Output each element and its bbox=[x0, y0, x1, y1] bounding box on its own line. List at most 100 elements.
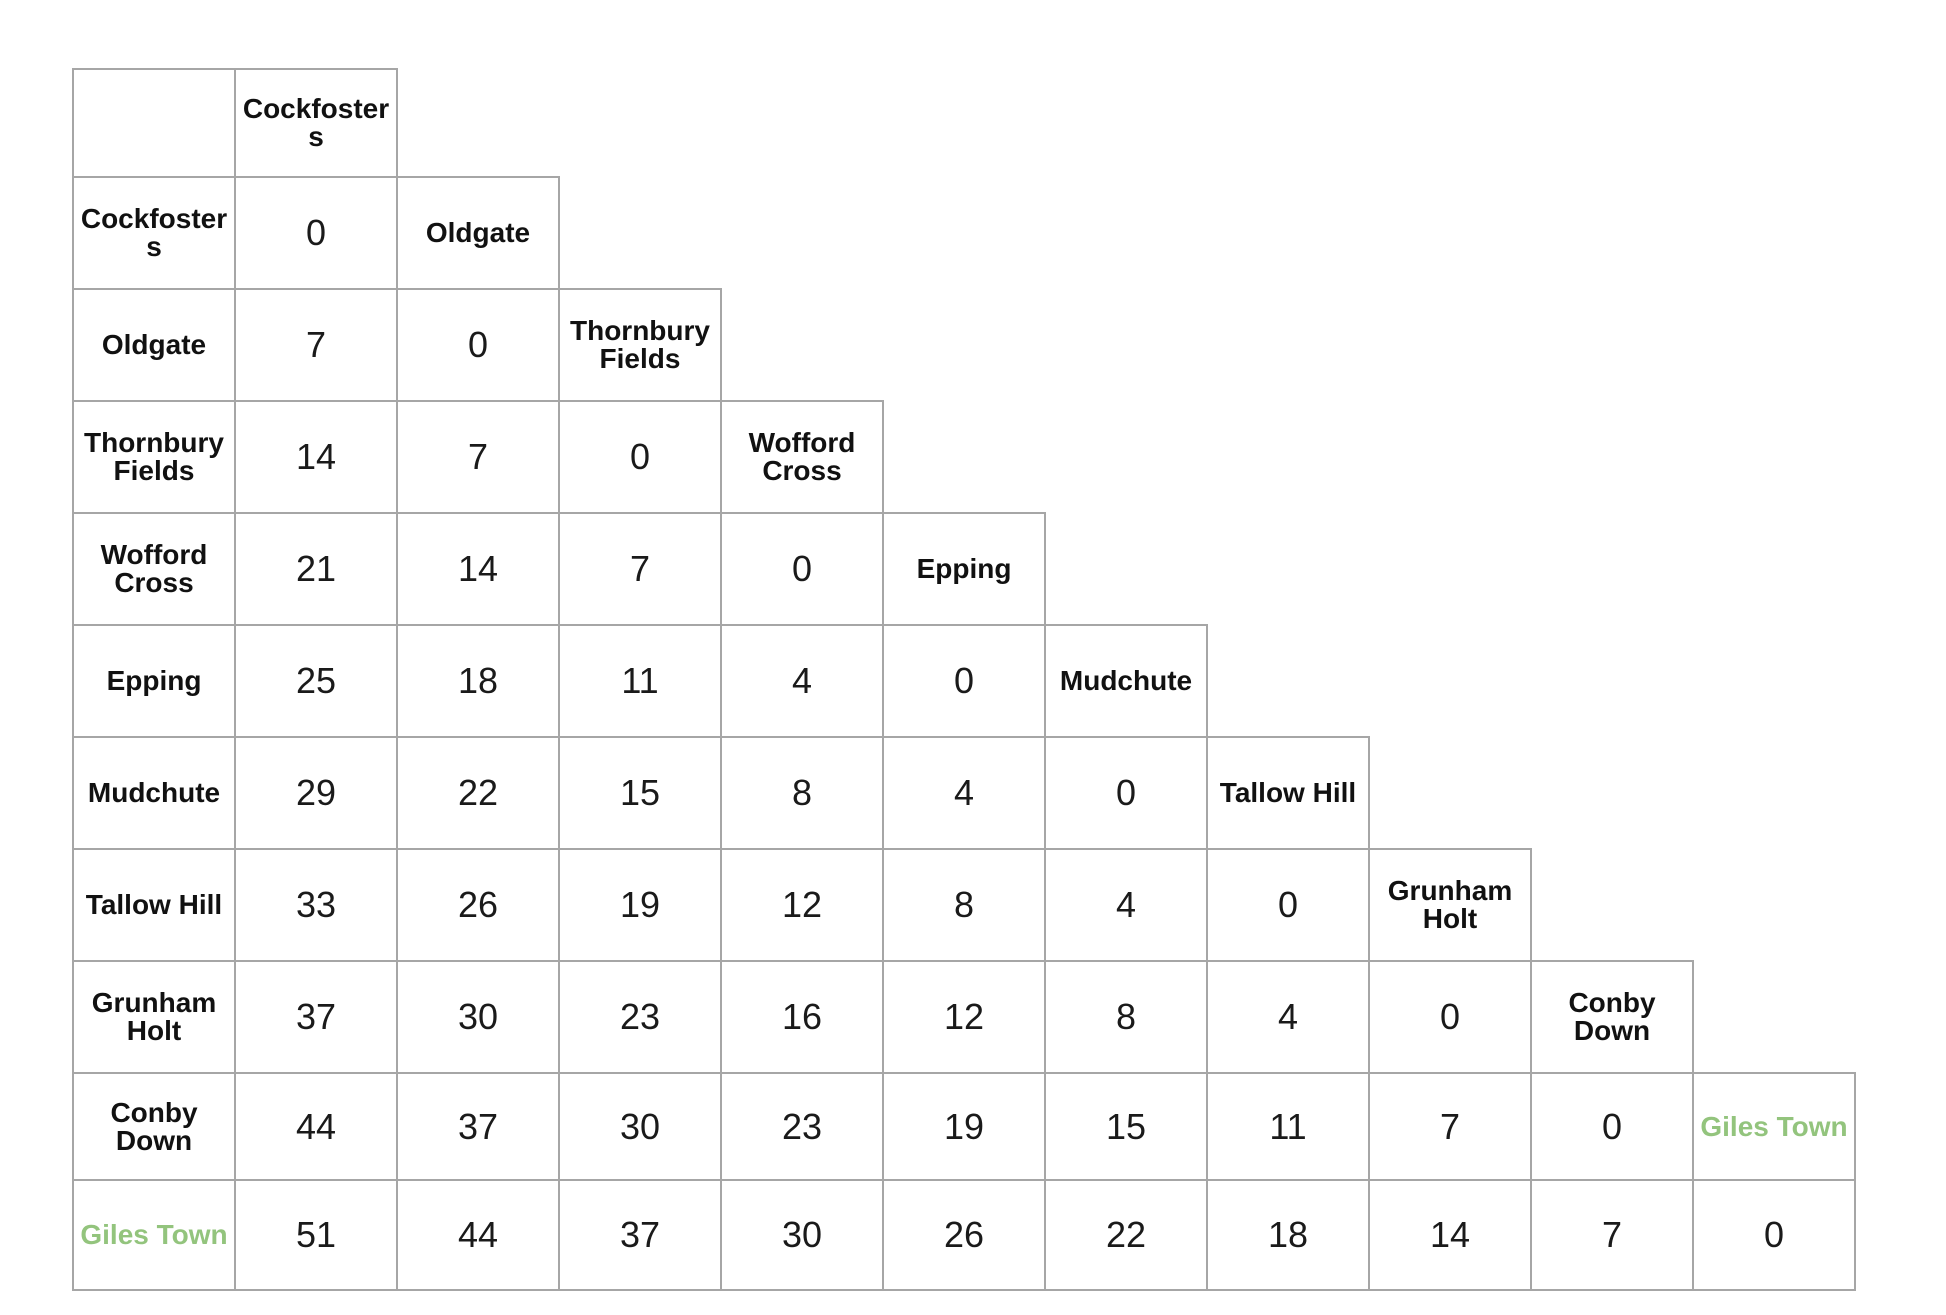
row-header-cockfosters: Cockfosters bbox=[72, 176, 236, 290]
distance-cell: 37 bbox=[558, 1179, 722, 1291]
station-name: Grunham Holt bbox=[91, 987, 217, 1046]
distance-value: 51 bbox=[295, 1214, 337, 1255]
distance-cell: 11 bbox=[1206, 1072, 1370, 1181]
column-header-mudchute: Mudchute bbox=[1044, 624, 1208, 738]
column-header-oldgate: Oldgate bbox=[396, 176, 560, 290]
distance-value: 0 bbox=[1439, 996, 1461, 1037]
distance-value: 19 bbox=[943, 1105, 985, 1147]
distance-cell: 12 bbox=[882, 960, 1046, 1074]
station-name: Epping bbox=[106, 665, 202, 696]
distance-value: 18 bbox=[457, 660, 499, 701]
station-name: Conby Down bbox=[1568, 987, 1656, 1046]
distance-cell: 26 bbox=[396, 848, 560, 962]
distance-value: 11 bbox=[1269, 1105, 1307, 1147]
row-header-oldgate: Oldgate bbox=[72, 288, 236, 402]
station-name: Grunham Holt bbox=[1387, 875, 1513, 934]
distance-cell: 51 bbox=[234, 1179, 398, 1291]
distance-value: 37 bbox=[457, 1105, 499, 1147]
station-name: Tallow Hill bbox=[1219, 777, 1357, 808]
distance-value: 21 bbox=[295, 548, 337, 589]
distance-cell: 29 bbox=[234, 736, 398, 850]
distance-value: 8 bbox=[791, 772, 813, 813]
column-header-grunham-holt: Grunham Holt bbox=[1368, 848, 1532, 962]
distance-value: 4 bbox=[791, 660, 813, 701]
station-name: Conby Down bbox=[110, 1096, 198, 1156]
row-header-mudchute: Mudchute bbox=[72, 736, 236, 850]
station-name: Giles Town bbox=[80, 1219, 228, 1250]
distance-value: 22 bbox=[1105, 1214, 1147, 1255]
distance-cell: 7 bbox=[1368, 1072, 1532, 1181]
distance-cell: 0 bbox=[1368, 960, 1532, 1074]
distance-cell: 37 bbox=[234, 960, 398, 1074]
distance-value: 14 bbox=[457, 548, 499, 589]
distance-cell: 0 bbox=[882, 624, 1046, 738]
distance-cell: 15 bbox=[558, 736, 722, 850]
row-header-tallow-hill: Tallow Hill bbox=[72, 848, 236, 962]
column-header-epping: Epping bbox=[882, 512, 1046, 626]
distance-value: 7 bbox=[1601, 1214, 1623, 1255]
distance-value: 44 bbox=[457, 1214, 499, 1255]
distance-cell: 22 bbox=[396, 736, 560, 850]
distance-cell: 7 bbox=[396, 400, 560, 514]
distance-value: 8 bbox=[1115, 996, 1137, 1037]
distance-cell: 4 bbox=[882, 736, 1046, 850]
station-name: Epping bbox=[916, 553, 1012, 584]
distance-value: 26 bbox=[943, 1214, 985, 1255]
station-name: Giles Town bbox=[1700, 1110, 1848, 1142]
distance-cell: 14 bbox=[396, 512, 560, 626]
distance-value: 26 bbox=[457, 884, 499, 925]
distance-value: 16 bbox=[781, 996, 823, 1037]
distance-cell: 11 bbox=[558, 624, 722, 738]
distance-value: 7 bbox=[305, 324, 327, 365]
distance-value: 15 bbox=[1105, 1105, 1147, 1147]
distance-value: 14 bbox=[295, 436, 337, 477]
distance-cell: 21 bbox=[234, 512, 398, 626]
row-header-conby-down: Conby Down bbox=[72, 1072, 236, 1181]
distance-value: 8 bbox=[953, 884, 975, 925]
column-header-conby-down: Conby Down bbox=[1530, 960, 1694, 1074]
distance-value: 11 bbox=[621, 660, 659, 701]
distance-cell: 44 bbox=[234, 1072, 398, 1181]
distance-value: 12 bbox=[781, 884, 823, 925]
distance-cell: 8 bbox=[720, 736, 884, 850]
distance-cell: 7 bbox=[1530, 1179, 1694, 1291]
distance-cell: 18 bbox=[396, 624, 560, 738]
distance-cell: 4 bbox=[720, 624, 884, 738]
station-name: Thornbury Fields bbox=[84, 427, 224, 486]
distance-value: 37 bbox=[619, 1214, 661, 1255]
distance-value: 0 bbox=[791, 548, 813, 589]
distance-value: 12 bbox=[943, 996, 985, 1037]
distance-value: 14 bbox=[1429, 1214, 1471, 1255]
distance-cell: 4 bbox=[1206, 960, 1370, 1074]
station-name: Cockfosters bbox=[242, 93, 390, 152]
distance-cell: 30 bbox=[396, 960, 560, 1074]
distance-value: 0 bbox=[467, 324, 489, 365]
distance-cell: 12 bbox=[720, 848, 884, 962]
distance-cell: 16 bbox=[720, 960, 884, 1074]
distance-value: 29 bbox=[295, 772, 337, 813]
distance-value: 19 bbox=[619, 884, 661, 925]
row-header-epping: Epping bbox=[72, 624, 236, 738]
distance-cell: 26 bbox=[882, 1179, 1046, 1291]
distance-cell: 0 bbox=[1692, 1179, 1856, 1291]
station-name: Mudchute bbox=[1059, 665, 1193, 696]
column-header-giles-town: Giles Town bbox=[1692, 1072, 1856, 1181]
station-name: Mudchute bbox=[87, 777, 221, 808]
distance-value: 4 bbox=[1115, 884, 1137, 925]
station-name: Oldgate bbox=[101, 329, 207, 360]
station-name: Thornbury Fields bbox=[570, 315, 710, 374]
distance-value: 33 bbox=[295, 884, 337, 925]
row-header-grunham-holt: Grunham Holt bbox=[72, 960, 236, 1074]
distance-cell: 15 bbox=[1044, 1072, 1208, 1181]
distance-value: 4 bbox=[953, 772, 975, 813]
distance-value: 37 bbox=[295, 996, 337, 1037]
column-header-thornbury-fields: Thornbury Fields bbox=[558, 288, 722, 402]
distance-value: 23 bbox=[619, 996, 661, 1037]
distance-value: 0 bbox=[953, 660, 975, 701]
distance-cell: 7 bbox=[234, 288, 398, 402]
distance-cell: 33 bbox=[234, 848, 398, 962]
distance-value: 7 bbox=[1439, 1105, 1461, 1147]
distance-cell: 0 bbox=[234, 176, 398, 290]
distance-value: 30 bbox=[781, 1214, 823, 1255]
